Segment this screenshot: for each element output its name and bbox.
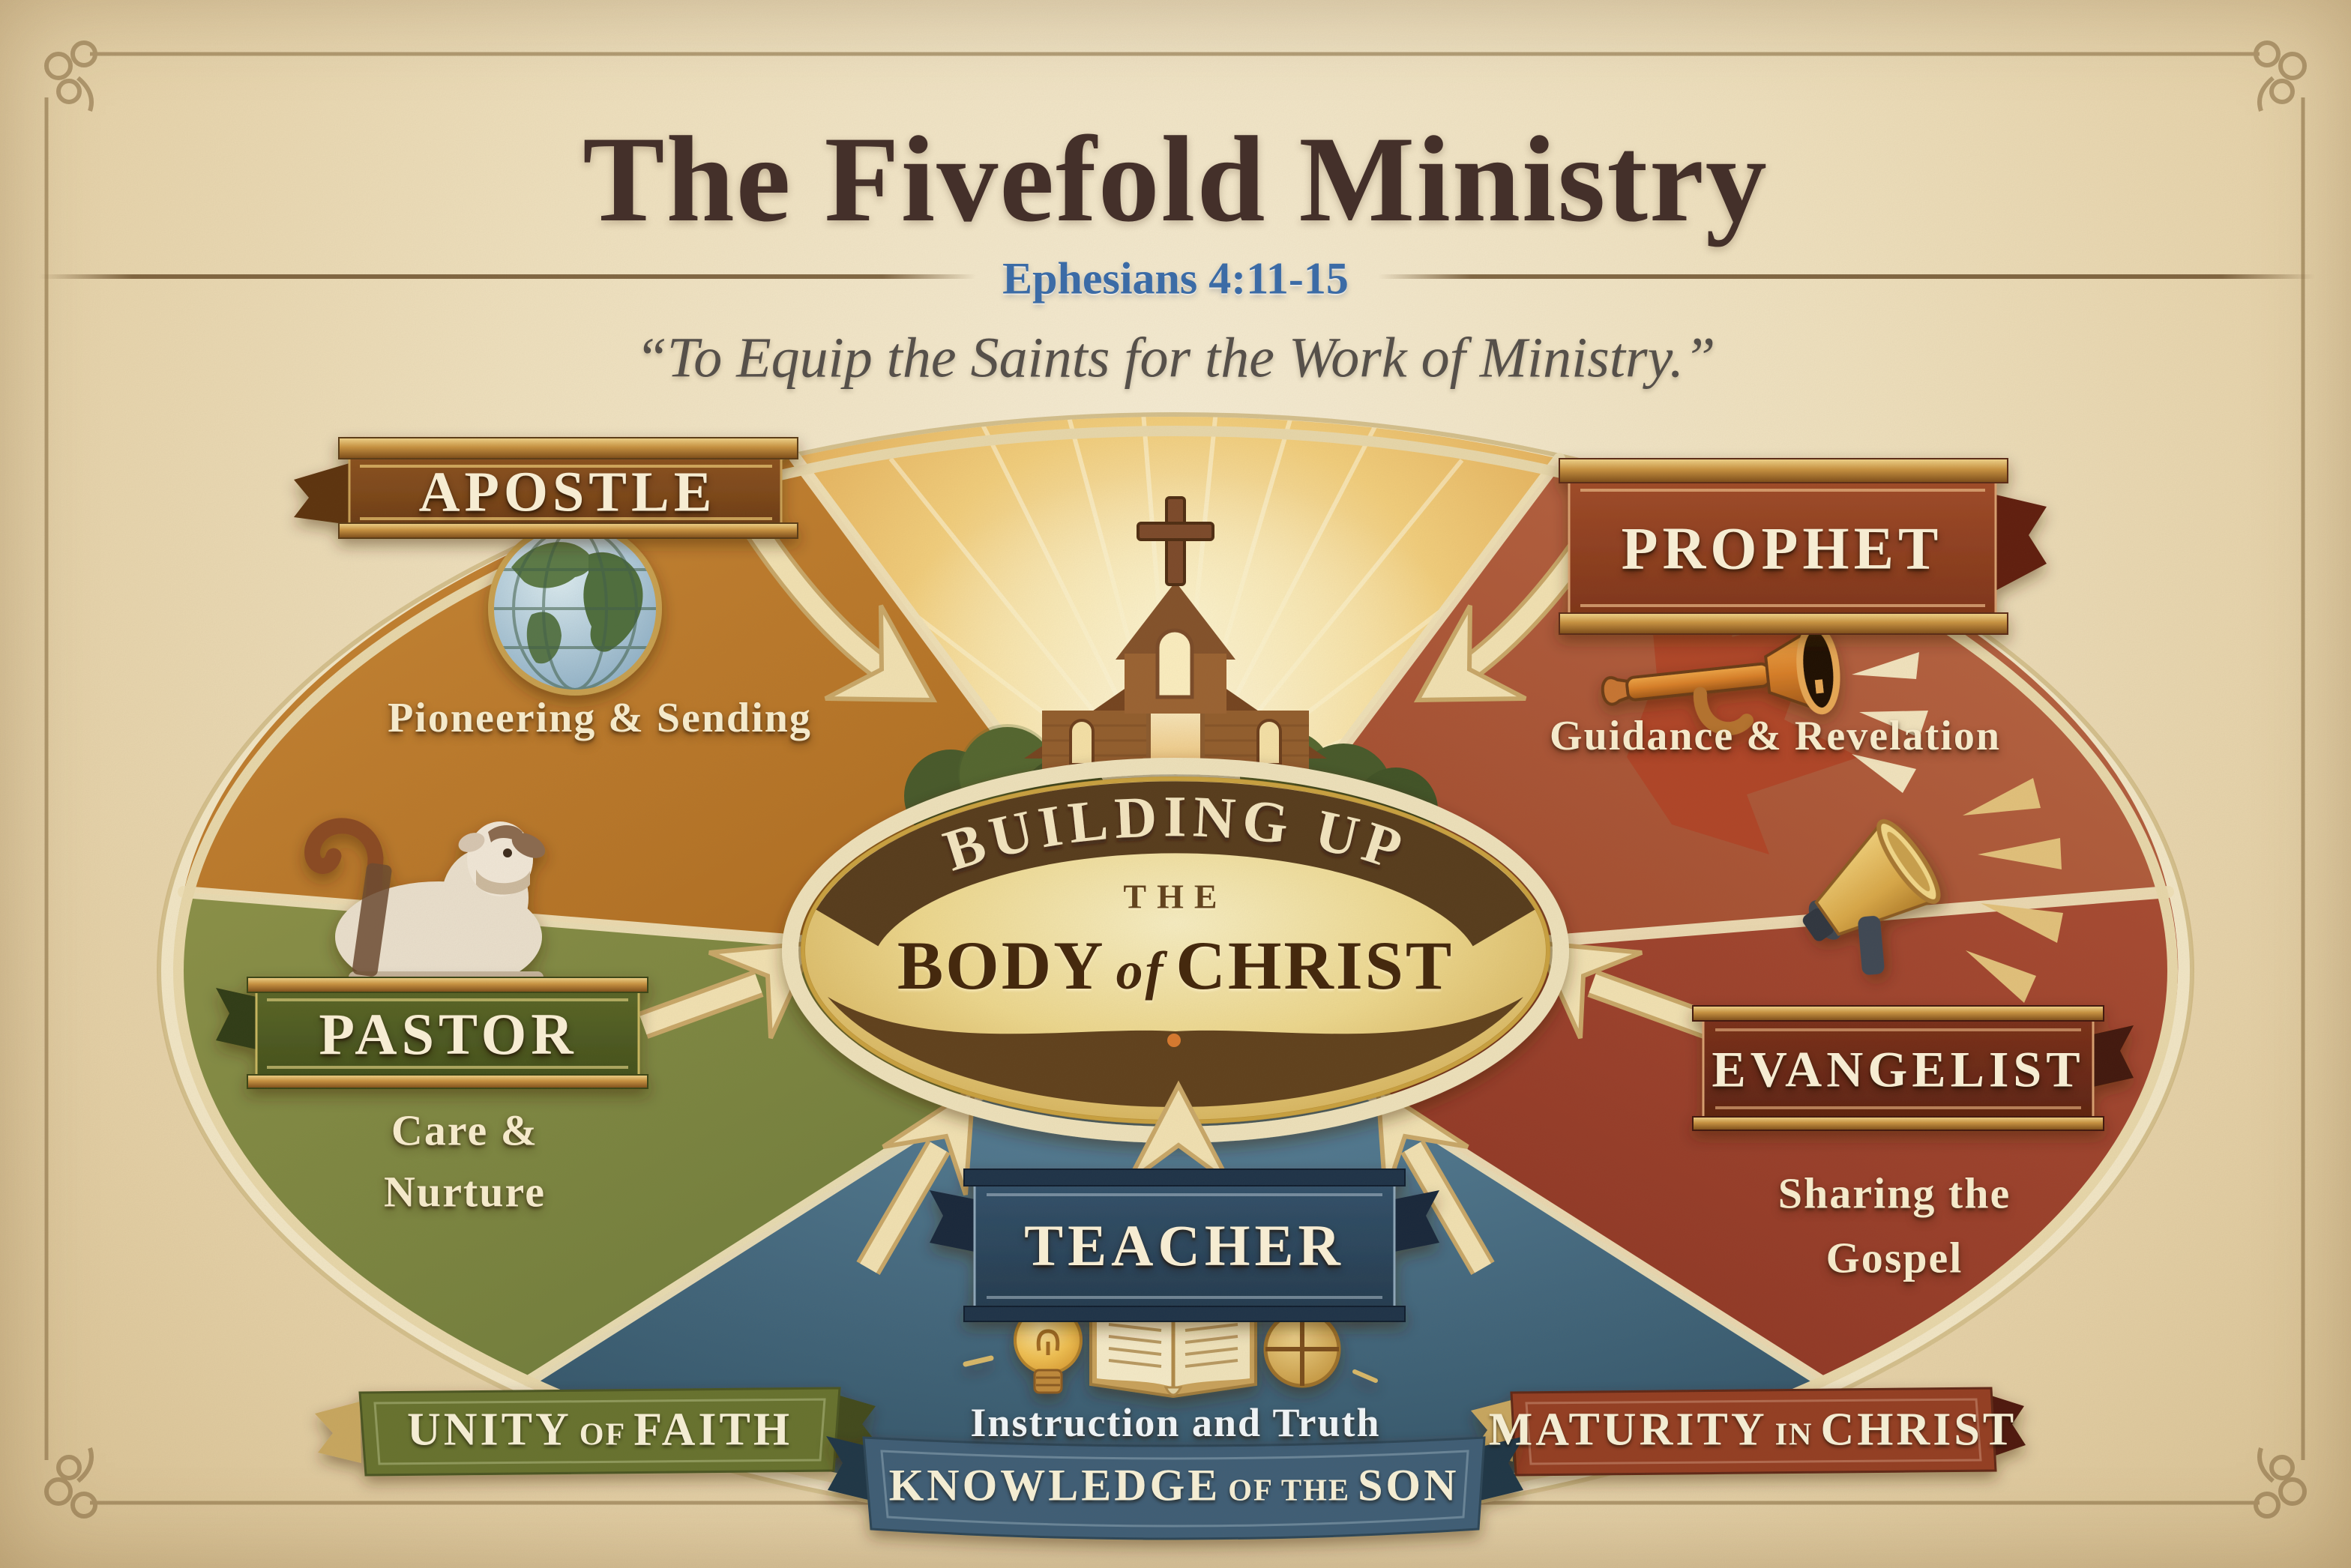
scripture-reference: Ephesians 4:11-15 (1002, 253, 1349, 304)
ribbon-word-small: OF THE (1228, 1473, 1351, 1507)
apostle-label: APOSTLE (418, 460, 717, 524)
apostle-description: Pioneering & Sending (388, 695, 812, 741)
header-divider-right (1378, 274, 2315, 279)
center-word-christ: CHRIST (1176, 927, 1454, 1004)
teacher-label: TEACHER (1024, 1213, 1345, 1278)
center-text-the: THE (1123, 877, 1228, 916)
evangelist-description-line2: Gospel (1825, 1233, 1963, 1282)
ribbon-word-small: IN (1774, 1417, 1813, 1453)
teacher-description: Instruction and Truth (970, 1400, 1381, 1445)
pastor-label: PASTOR (319, 1001, 578, 1067)
page-title: The Fivefold Ministry (583, 112, 1768, 247)
prophet-description: Guidance & Revelation (1550, 713, 2001, 759)
evangelist-label: EVANGELIST (1712, 1040, 2085, 1098)
center-word-of: of (1116, 941, 1166, 1001)
ribbon-word: SON (1358, 1460, 1460, 1510)
evangelist-description-line1: Sharing the (1777, 1169, 2011, 1218)
ribbon-word: UNITY (406, 1404, 572, 1456)
ribbon-word: CHRIST (1820, 1404, 2017, 1456)
pastor-description-line1: Care & (391, 1106, 539, 1155)
ribbon-word: MATURITY (1488, 1404, 1768, 1456)
ribbon-word: KNOWLEDGE (888, 1460, 1221, 1510)
center-word-body: BODY (897, 927, 1106, 1004)
pastor-description-line2: Nurture (384, 1167, 546, 1216)
ribbon-word-small: OF (579, 1417, 627, 1453)
prophet-label: PROPHET (1621, 516, 1943, 582)
ribbon-word: FAITH (633, 1404, 793, 1456)
subtitle-quote: “To Equip the Saints for the Work of Min… (635, 326, 1716, 390)
header-divider-left (39, 274, 976, 279)
